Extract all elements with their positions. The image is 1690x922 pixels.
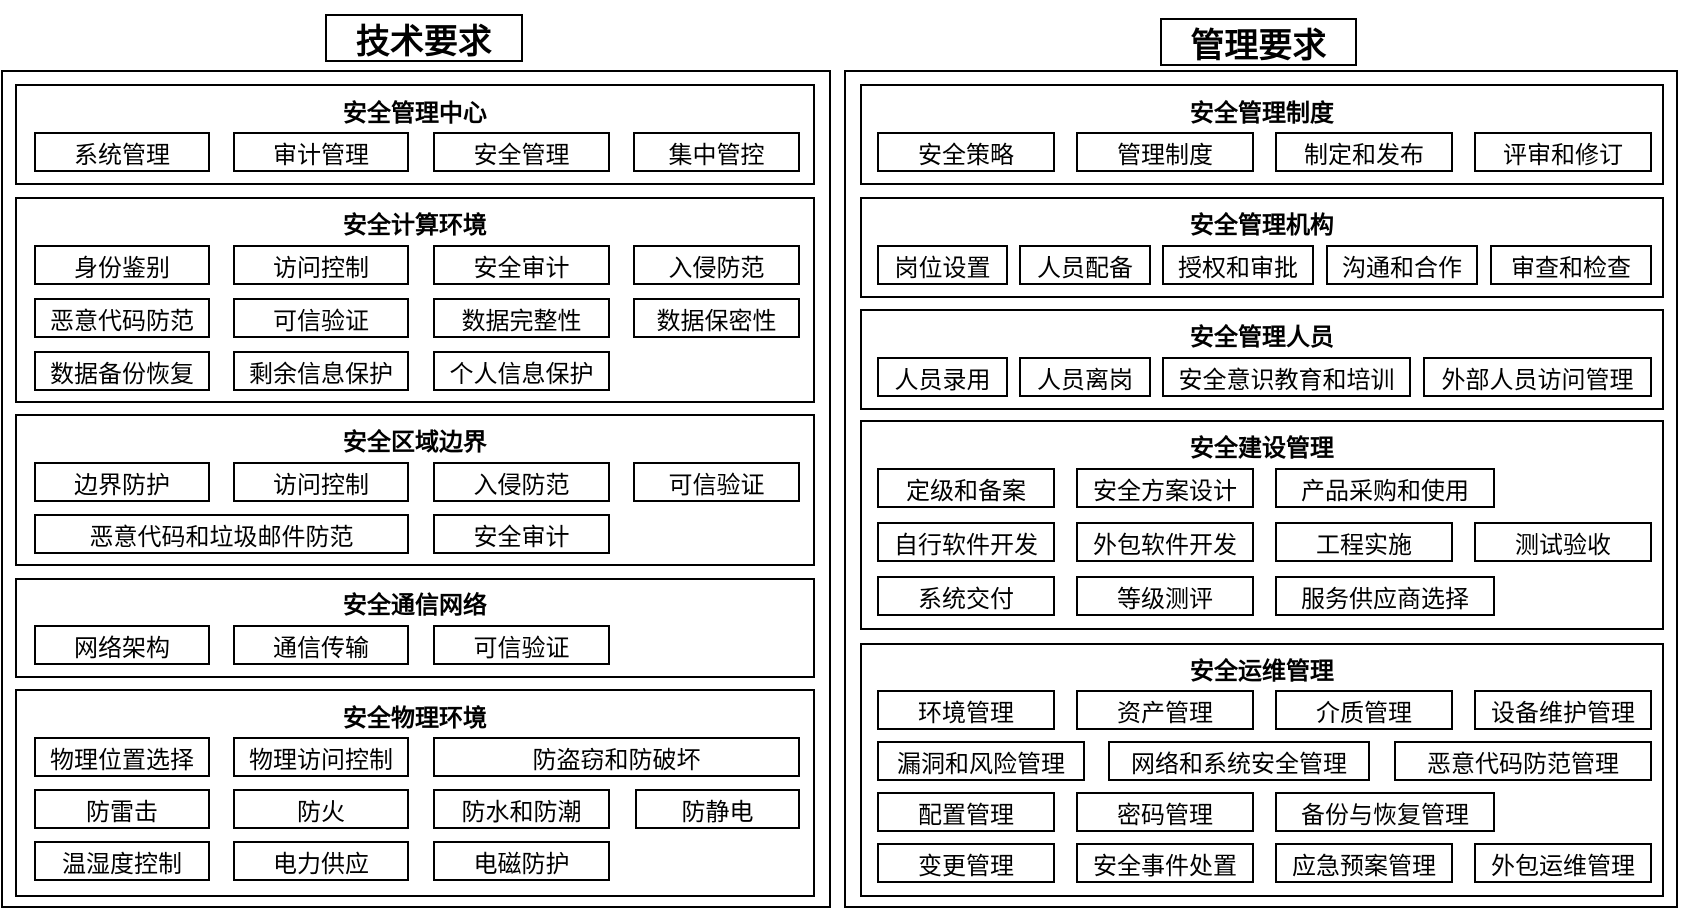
item-box: 审查和检查	[1490, 245, 1652, 285]
item-box: 管理制度	[1076, 132, 1254, 172]
item-box: 介质管理	[1275, 690, 1453, 730]
item-box: 温湿度控制	[34, 841, 210, 881]
section-heading: 安全管理中心	[343, 99, 487, 127]
item-box: 备份与恢复管理	[1275, 792, 1495, 832]
item-box: 防盗窃和防破坏	[433, 737, 800, 777]
item-box: 可信验证	[433, 625, 610, 665]
section-heading: 安全物理环境	[343, 704, 487, 732]
item-box: 人员录用	[877, 357, 1008, 397]
item-box: 评审和修订	[1474, 132, 1652, 172]
item-box: 服务供应商选择	[1275, 576, 1495, 616]
item-box: 恶意代码防范	[34, 298, 210, 338]
section-heading: 安全管理机构	[1190, 211, 1334, 239]
item-box: 测试验收	[1474, 522, 1652, 562]
item-box: 变更管理	[877, 843, 1055, 883]
section-security-area-boundary: 安全区域边界 边界防护 访问控制 入侵防范 可信验证 恶意代码和垃圾邮件防范 安…	[15, 414, 815, 566]
section-heading: 安全管理人员	[1190, 323, 1334, 351]
section-security-construction-management: 安全建设管理 定级和备案 安全方案设计 产品采购和使用 自行软件开发 外包软件开…	[860, 420, 1664, 630]
management-title: 管理要求	[1160, 18, 1357, 66]
item-box: 人员配备	[1019, 245, 1151, 285]
management-frame	[844, 70, 1678, 908]
item-box: 系统交付	[877, 576, 1055, 616]
technical-title: 技术要求	[325, 14, 523, 62]
item-box: 设备维护管理	[1474, 690, 1652, 730]
item-box: 数据保密性	[633, 298, 800, 338]
item-box: 网络架构	[34, 625, 210, 665]
item-box: 入侵防范	[633, 245, 800, 285]
item-box: 身份鉴别	[34, 245, 210, 285]
item-box: 剩余信息保护	[233, 351, 409, 391]
item-box: 外包软件开发	[1076, 522, 1254, 562]
item-box: 物理位置选择	[34, 737, 210, 777]
item-box: 人员离岗	[1019, 357, 1151, 397]
section-heading: 安全管理制度	[1190, 99, 1334, 127]
item-box: 授权和审批	[1162, 245, 1314, 285]
item-box: 电磁防护	[433, 841, 610, 881]
item-box: 配置管理	[877, 792, 1055, 832]
item-box: 访问控制	[233, 245, 409, 285]
item-box: 工程实施	[1275, 522, 1453, 562]
item-box: 安全策略	[877, 132, 1055, 172]
item-box: 防静电	[635, 789, 800, 829]
item-box: 密码管理	[1076, 792, 1254, 832]
item-box: 访问控制	[233, 462, 409, 502]
item-box: 物理访问控制	[233, 737, 409, 777]
item-box: 外部人员访问管理	[1423, 357, 1652, 397]
item-box: 通信传输	[233, 625, 409, 665]
item-box: 安全审计	[433, 514, 610, 554]
item-box: 防雷击	[34, 789, 210, 829]
item-box: 系统管理	[34, 132, 210, 172]
item-box: 外包运维管理	[1474, 843, 1652, 883]
item-box: 制定和发布	[1275, 132, 1453, 172]
item-box: 安全审计	[433, 245, 610, 285]
item-box: 数据完整性	[433, 298, 610, 338]
item-box: 安全意识教育和培训	[1162, 357, 1411, 397]
section-security-physical-environment: 安全物理环境 物理位置选择 物理访问控制 防盗窃和防破坏 防雷击 防火 防水和防…	[15, 689, 815, 897]
item-box: 可信验证	[633, 462, 800, 502]
section-security-computing-environment: 安全计算环境 身份鉴别 访问控制 安全审计 入侵防范 恶意代码防范 可信验证 数…	[15, 197, 815, 403]
item-box: 环境管理	[877, 690, 1055, 730]
item-box: 产品采购和使用	[1275, 468, 1495, 508]
item-box: 应急预案管理	[1275, 843, 1453, 883]
item-box: 自行软件开发	[877, 522, 1055, 562]
item-box: 数据备份恢复	[34, 351, 210, 391]
section-security-operations-management: 安全运维管理 环境管理 资产管理 介质管理 设备维护管理 漏洞和风险管理 网络和…	[860, 643, 1664, 897]
section-heading: 安全计算环境	[343, 211, 487, 239]
item-box: 资产管理	[1076, 690, 1254, 730]
section-heading: 安全建设管理	[1190, 434, 1334, 462]
item-box: 恶意代码防范管理	[1394, 741, 1652, 781]
item-box: 网络和系统安全管理	[1108, 741, 1370, 781]
section-security-communication-network: 安全通信网络 网络架构 通信传输 可信验证	[15, 578, 815, 678]
section-heading: 安全区域边界	[343, 428, 487, 456]
technical-frame	[1, 70, 831, 908]
section-security-management-system: 安全管理制度 安全策略 管理制度 制定和发布 评审和修订	[860, 84, 1664, 185]
item-box: 等级测评	[1076, 576, 1254, 616]
section-heading: 安全运维管理	[1190, 657, 1334, 685]
item-box: 定级和备案	[877, 468, 1055, 508]
section-heading: 安全通信网络	[343, 591, 487, 619]
item-box: 沟通和合作	[1326, 245, 1478, 285]
item-box: 入侵防范	[433, 462, 610, 502]
section-security-management-center: 安全管理中心 系统管理 审计管理 安全管理 集中管控	[15, 84, 815, 185]
item-box: 防火	[233, 789, 409, 829]
section-security-management-personnel: 安全管理人员 人员录用 人员离岗 安全意识教育和培训 外部人员访问管理	[860, 309, 1664, 410]
section-security-management-organization: 安全管理机构 岗位设置 人员配备 授权和审批 沟通和合作 审查和检查	[860, 197, 1664, 298]
item-box: 电力供应	[233, 841, 409, 881]
item-box: 可信验证	[233, 298, 409, 338]
item-box: 防水和防潮	[433, 789, 610, 829]
item-box: 安全管理	[433, 132, 610, 172]
item-box: 安全事件处置	[1076, 843, 1254, 883]
item-box: 漏洞和风险管理	[877, 741, 1085, 781]
item-box: 集中管控	[633, 132, 800, 172]
item-box: 边界防护	[34, 462, 210, 502]
item-box: 审计管理	[233, 132, 409, 172]
item-box: 岗位设置	[877, 245, 1008, 285]
item-box: 个人信息保护	[433, 351, 610, 391]
item-box: 安全方案设计	[1076, 468, 1254, 508]
item-box: 恶意代码和垃圾邮件防范	[34, 514, 409, 554]
